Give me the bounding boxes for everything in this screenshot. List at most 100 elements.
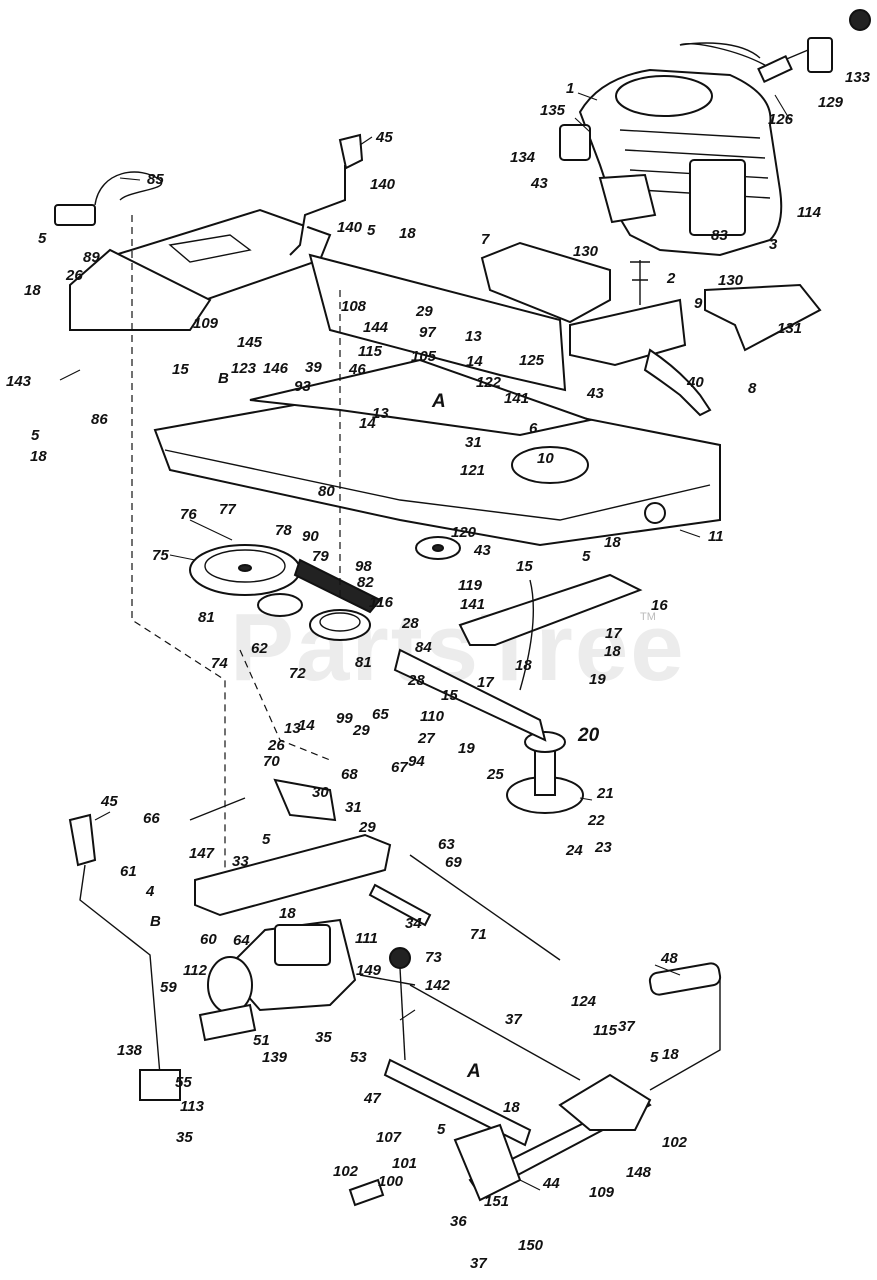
- callout-18-i: 18: [503, 1099, 520, 1116]
- pulley-116: [309, 609, 371, 641]
- switch-wire: [94, 171, 163, 206]
- pulley-120: [415, 536, 461, 560]
- callout-143: 143: [6, 373, 32, 390]
- callout-59: 59: [160, 979, 177, 996]
- callout-19-a: 19: [589, 671, 606, 688]
- callout-114: 114: [797, 204, 822, 221]
- callout-15-c: 15: [441, 687, 458, 704]
- callout-90: 90: [302, 528, 319, 545]
- spring-34: [368, 883, 432, 927]
- callout-25: 25: [486, 766, 504, 783]
- callout-5-b: 5: [367, 222, 376, 239]
- callout-43-b: 43: [586, 385, 604, 402]
- callout-33: 33: [232, 853, 249, 870]
- callout-44: 44: [542, 1175, 560, 1192]
- callout-130-b: 130: [718, 272, 744, 289]
- callout-151: 151: [484, 1193, 509, 1210]
- callout-144: 144: [363, 319, 389, 336]
- callout-81-b: 81: [355, 654, 372, 671]
- callout-121: 121: [460, 462, 485, 479]
- callout-150: 150: [518, 1237, 544, 1254]
- callout-24: 24: [565, 842, 583, 859]
- callout-26-b: 26: [267, 737, 285, 754]
- callout-34: 34: [405, 915, 422, 932]
- callout-68: 68: [341, 766, 358, 783]
- callout-8: 8: [748, 380, 757, 397]
- callout-140-b: 140: [337, 219, 363, 236]
- callout-146: 146: [263, 360, 289, 377]
- callout-19-b: 19: [458, 740, 475, 757]
- callout-129: 129: [818, 94, 844, 111]
- callout-138: 138: [117, 1042, 143, 1059]
- callout-70: 70: [263, 753, 280, 770]
- callout-124: 124: [571, 993, 597, 1010]
- callout-98: 98: [355, 558, 372, 575]
- callout-142: 142: [425, 977, 451, 994]
- callout-55: 55: [175, 1074, 192, 1091]
- callout-7: 7: [481, 231, 490, 248]
- callout-89: 89: [83, 249, 100, 266]
- callout-13-a: 13: [465, 328, 482, 345]
- callout-119: 119: [458, 577, 483, 594]
- callout-1: 1: [566, 80, 574, 97]
- callout-101: 101: [392, 1155, 417, 1172]
- callout-43-a: 43: [530, 175, 548, 192]
- lift-lever-bracket: [139, 1069, 181, 1101]
- callout-139: 139: [262, 1049, 288, 1066]
- brake-rod-71: [409, 854, 561, 961]
- brake-pedal-grip: [648, 962, 722, 996]
- callout-85: 85: [147, 171, 164, 188]
- callout-17-a: 17: [605, 625, 622, 642]
- callout-5-e: 5: [262, 831, 271, 848]
- plug-boot: [757, 54, 793, 84]
- callout-5-d: 5: [582, 548, 591, 565]
- callout-26-a: 26: [65, 267, 83, 284]
- callout-23: 23: [594, 839, 612, 856]
- callout-67: 67: [391, 759, 408, 776]
- idler-bracket: [458, 573, 643, 646]
- callout-17-b: 17: [477, 674, 494, 691]
- callout-29-a: 29: [415, 303, 433, 320]
- callout-72: 72: [289, 665, 306, 682]
- callout-40: 40: [686, 374, 704, 391]
- callout-36: 36: [450, 1213, 467, 1230]
- callout-31-a: 31: [465, 434, 482, 451]
- callout-29-c: 29: [358, 819, 376, 836]
- callout-112: 112: [183, 962, 208, 979]
- lift-lever-rod: [79, 864, 161, 1076]
- shift-lever: [399, 967, 406, 1061]
- callout-9: 9: [694, 295, 703, 312]
- callout-18-b: 18: [399, 225, 416, 242]
- idler-arm-cable: [519, 579, 535, 691]
- callout-109-a: 109: [193, 315, 219, 332]
- shroud-piece: [480, 241, 611, 324]
- marker-a-lower: A: [466, 1061, 481, 1082]
- dashed-guide-left: [131, 215, 226, 900]
- engine-mount-bracket: [704, 283, 822, 352]
- callout-107: 107: [376, 1129, 402, 1146]
- callout-2: 2: [666, 270, 676, 287]
- spring-102: [348, 1178, 385, 1207]
- callout-3: 3: [769, 236, 778, 253]
- callout-66: 66: [143, 810, 160, 827]
- callout-15-a: 15: [172, 361, 189, 378]
- callout-14-c: 14: [298, 717, 315, 734]
- callout-20: 20: [577, 725, 600, 746]
- callout-76: 76: [180, 506, 197, 523]
- dashed-guide-shift: [239, 649, 331, 761]
- callout-141-a: 141: [504, 390, 529, 407]
- callout-130-a: 130: [573, 243, 599, 260]
- callout-111: 111: [355, 930, 378, 947]
- callout-82: 82: [357, 574, 374, 591]
- callout-31-b: 31: [345, 799, 362, 816]
- callout-15-b: 15: [516, 558, 533, 575]
- callout-47: 47: [363, 1090, 381, 1107]
- spring-53: [359, 974, 416, 986]
- callout-18-f: 18: [515, 657, 532, 674]
- ignition-knob: [849, 9, 871, 31]
- callout-140-a: 140: [370, 176, 396, 193]
- callout-46: 46: [348, 361, 366, 378]
- callout-48: 48: [660, 950, 678, 967]
- marker-a-upper: A: [431, 391, 446, 412]
- callout-116: 116: [369, 594, 394, 611]
